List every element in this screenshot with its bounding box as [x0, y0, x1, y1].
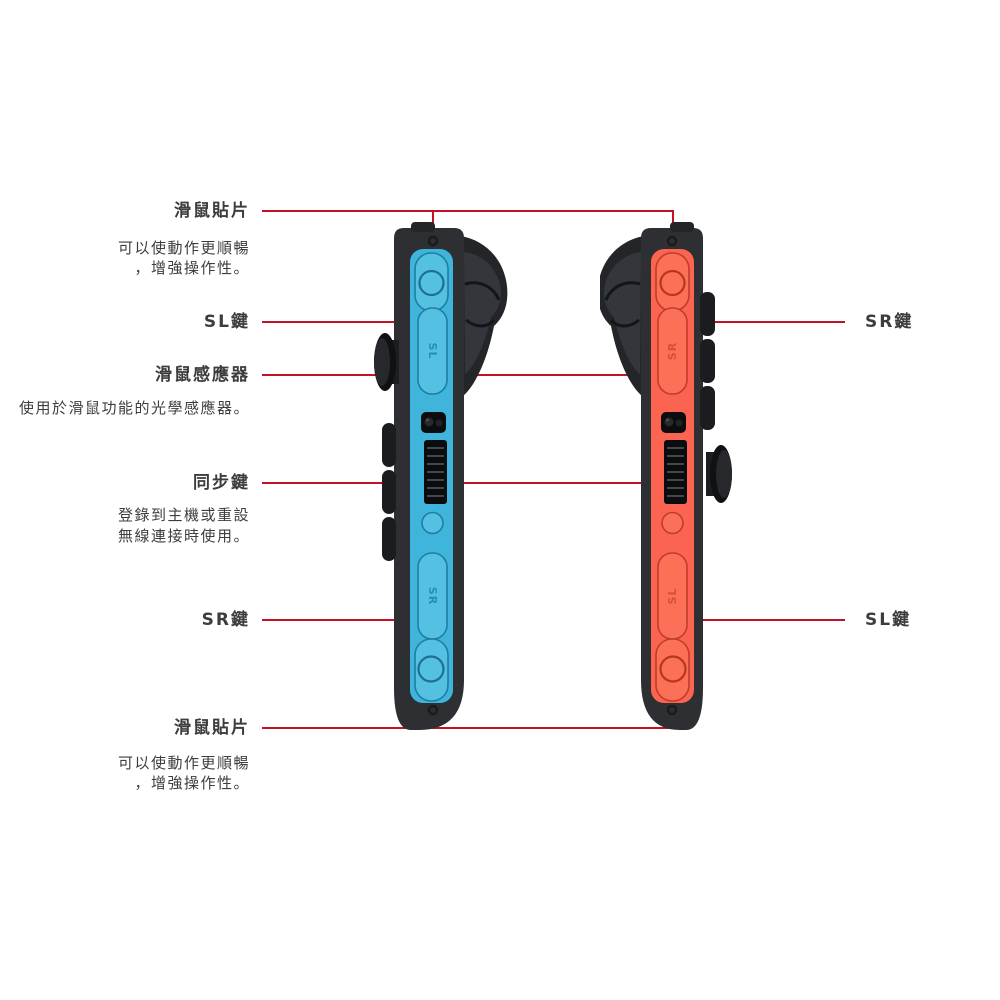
label-mouse-patch-top: 滑鼠貼片 可以使動作更順暢 ，增強操作性。 — [0, 200, 250, 278]
sr-button-label: SR — [666, 342, 679, 360]
sr-button: SR — [417, 552, 448, 640]
label-title-sl-right: SL鍵 — [865, 610, 912, 630]
label-sync-button: 同步鍵 登錄到主機或重設 無線連接時使用。 — [0, 472, 250, 547]
analog-stick — [706, 445, 732, 503]
callout-line-sync — [262, 482, 674, 484]
rail-slot — [424, 440, 447, 504]
desc-line: 使用於滑鼠功能的光學感應器。 — [18, 399, 250, 417]
sl-button-label: SL — [666, 588, 679, 605]
rail-slot — [664, 440, 687, 504]
top-bump — [670, 222, 694, 232]
top-bump — [411, 222, 435, 232]
callout-line-sr-right — [672, 321, 845, 323]
mouse-patch-bottom-feature — [655, 638, 690, 702]
screw-bottom-icon — [427, 704, 439, 716]
analog-stick — [374, 333, 399, 391]
mouse-patch-bottom-feature — [414, 638, 449, 702]
sr-button-label: SR — [426, 587, 439, 605]
optical-sensor — [421, 412, 446, 433]
label-desc-sync-button: 登錄到主機或重設 無線連接時使用。 — [0, 505, 250, 547]
label-sl-left: SL鍵 — [0, 311, 250, 333]
sl-button: SL — [657, 552, 688, 640]
label-title-sync-button: 同步鍵 — [193, 473, 250, 493]
side-face-buttons — [700, 292, 715, 430]
callout-line-mouse-patch-top — [262, 210, 674, 212]
label-desc-mouse-sensor: 使用於滑鼠功能的光學感應器。 — [0, 398, 250, 418]
sl-button: SL — [417, 307, 448, 395]
optical-sensor — [661, 412, 686, 433]
label-sl-right: SL鍵 — [865, 609, 1000, 631]
screw-bottom-icon — [666, 704, 678, 716]
sync-button — [421, 511, 444, 535]
trigger-assembly-right-joycon — [600, 236, 644, 396]
label-desc-mouse-patch-top: 可以使動作更順暢 ，增強操作性。 — [0, 238, 250, 278]
label-title-mouse-patch-bottom: 滑鼠貼片 — [174, 718, 250, 738]
desc-line: ，增強操作性。 — [134, 259, 250, 277]
trigger-assembly-left-joycon — [461, 236, 508, 396]
side-face-buttons — [382, 423, 396, 561]
callout-line-sl-left — [262, 321, 434, 323]
label-sr-right: SR鍵 — [865, 311, 1000, 333]
desc-line: 可以使動作更順暢 — [117, 754, 250, 772]
joycon-right-red: SR SL — [600, 222, 732, 730]
label-title-mouse-patch-top: 滑鼠貼片 — [174, 201, 250, 221]
label-title-mouse-sensor: 滑鼠感應器 — [155, 365, 250, 385]
desc-line: ，增強操作性。 — [134, 774, 250, 792]
desc-line: 無線連接時使用。 — [117, 527, 250, 545]
desc-line: 登錄到主機或重設 — [117, 506, 250, 524]
callout-line-mouse-patch-bottom — [262, 727, 674, 729]
label-desc-mouse-patch-bottom: 可以使動作更順暢 ，增強操作性。 — [0, 753, 250, 793]
label-sr-left: SR鍵 — [0, 609, 250, 631]
callout-line-sr-left — [262, 619, 434, 621]
sync-button — [661, 511, 684, 535]
sr-button: SR — [657, 307, 688, 395]
screw-top-icon — [666, 235, 678, 247]
callout-line-sl-right — [672, 619, 845, 621]
desc-line: 可以使動作更順暢 — [117, 239, 250, 257]
joycon-left-blue: SL SR — [374, 222, 508, 730]
mouse-patch-top-feature — [414, 252, 449, 312]
label-title-sl-left: SL鍵 — [203, 312, 250, 332]
label-mouse-sensor: 滑鼠感應器 使用於滑鼠功能的光學感應器。 — [0, 364, 250, 418]
screw-top-icon — [427, 235, 439, 247]
label-title-sr-right: SR鍵 — [865, 312, 914, 332]
mouse-patch-top-feature — [655, 252, 690, 312]
sl-button-label: SL — [426, 343, 439, 360]
label-mouse-patch-bottom: 滑鼠貼片 可以使動作更順暢 ，增強操作性。 — [0, 717, 250, 793]
label-title-sr-left: SR鍵 — [201, 610, 250, 630]
